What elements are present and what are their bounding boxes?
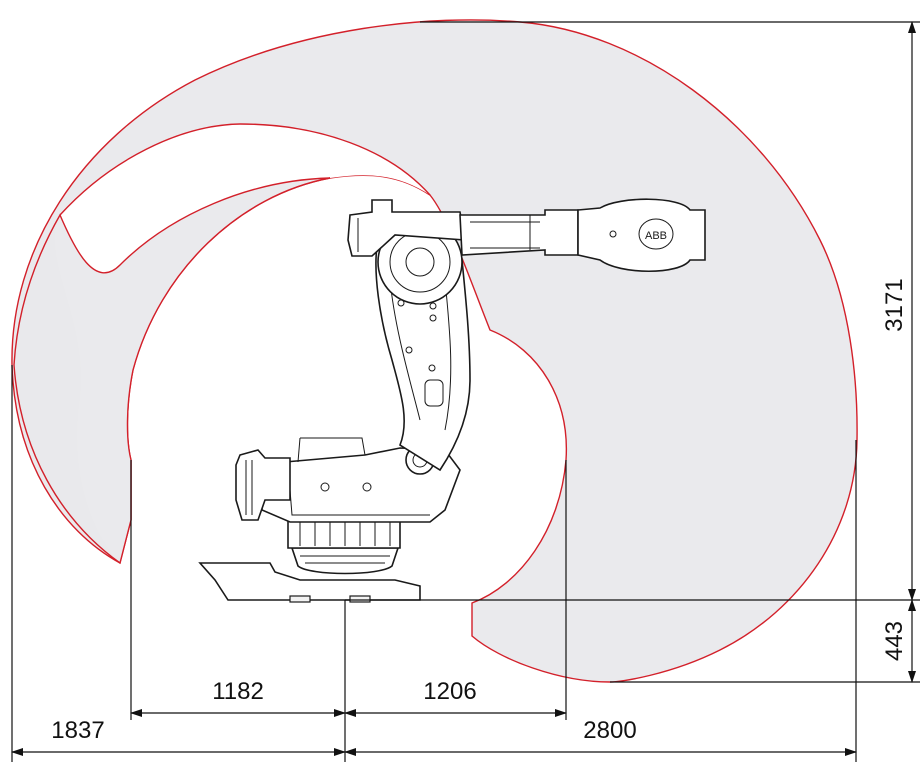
- robot-base-plate: [198, 562, 421, 601]
- extension-lines: [11, 21, 920, 762]
- inner-arc-line: [59, 123, 431, 216]
- working-envelope: [11, 19, 858, 683]
- base-mount: [289, 595, 311, 603]
- dimension-lines: [11, 21, 916, 756]
- dimension-labels: 1837 1182 1206 2800 3171 443: [51, 278, 908, 744]
- left-lobe-region: [13, 177, 331, 565]
- robot-rotary-base: [287, 519, 401, 549]
- base-mount: [349, 595, 371, 603]
- robot-turntable: [290, 547, 400, 575]
- inner-unreachable-region: [55, 124, 430, 563]
- robot-wrist: [577, 198, 706, 272]
- dim-height-total: 3171: [881, 278, 908, 331]
- dim-height-base: 443: [881, 621, 908, 661]
- dim-left-outer: 1837: [51, 717, 104, 744]
- robot-axis-motor: [235, 449, 291, 521]
- dim-left-inner: 1182: [212, 678, 264, 705]
- dim-right-outer: 2800: [583, 717, 636, 744]
- dim-right-inner: 1206: [423, 678, 476, 705]
- abb-logo-text: ABB: [645, 230, 667, 242]
- robot-illustration: ABB: [198, 198, 706, 603]
